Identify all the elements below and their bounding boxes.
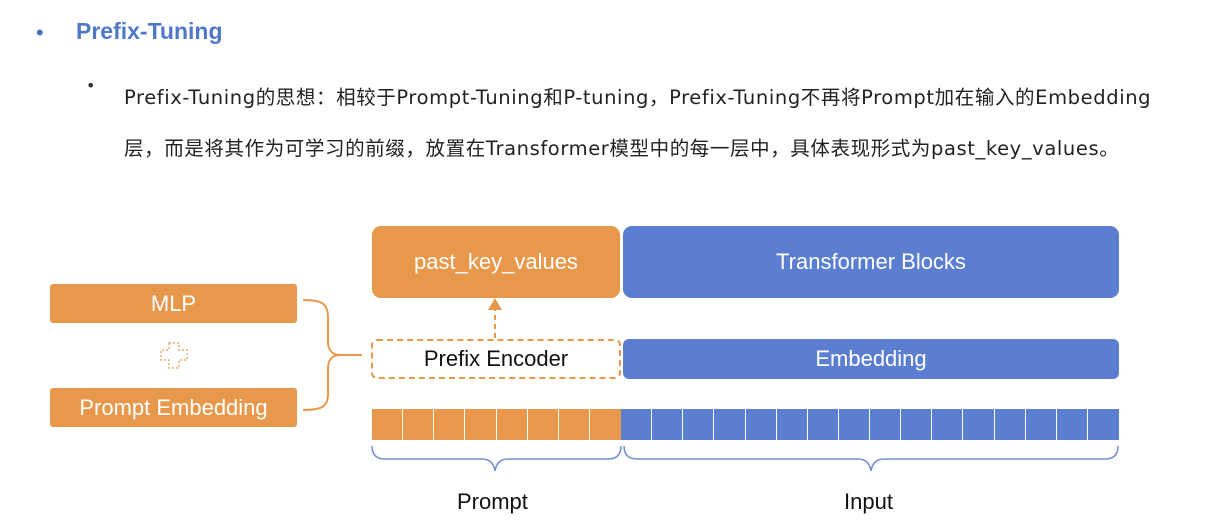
- input-token: [901, 409, 933, 440]
- input-token: [745, 409, 777, 440]
- input-token: [652, 409, 684, 440]
- transformer-blocks-box: Transformer Blocks: [623, 226, 1119, 298]
- input-brace: [623, 445, 1119, 472]
- prompt-token: [372, 409, 404, 440]
- prompt-token: [527, 409, 559, 440]
- section-heading: Prefix-Tuning: [76, 18, 223, 44]
- input-token: [932, 409, 964, 440]
- prompt-token: [558, 409, 590, 440]
- input-token: [1056, 409, 1088, 440]
- embedding-box: Embedding: [623, 339, 1119, 379]
- input-token: [1025, 409, 1057, 440]
- input-token: [994, 409, 1026, 440]
- input-token: [714, 409, 746, 440]
- prompt-token: [403, 409, 435, 440]
- input-token: [838, 409, 870, 440]
- bullet-marker: •: [36, 20, 44, 45]
- prompt-token: [434, 409, 466, 440]
- transformer-blocks-label: Transformer Blocks: [776, 249, 966, 274]
- prompt-token: [589, 409, 621, 440]
- past-key-values-box: past_key_values: [372, 226, 620, 298]
- prompt-token: [496, 409, 528, 440]
- mlp-box: MLP: [50, 284, 297, 323]
- prefix-encoder-label: Prefix Encoder: [423, 346, 569, 371]
- input-token-row: [621, 409, 1119, 440]
- prompt-embedding-box: Prompt Embedding: [50, 388, 297, 427]
- input-token: [1087, 409, 1119, 440]
- plus-icon: [160, 342, 188, 369]
- embedding-label: Embedding: [815, 346, 927, 371]
- prompt-caption: Prompt: [457, 489, 528, 514]
- description-paragraph: Prefix-Tuning的思想：相较于Prompt-Tuning和P-tuni…: [124, 86, 1152, 160]
- prompt-embedding-label: Prompt Embedding: [79, 394, 268, 420]
- prompt-token-row: [372, 409, 621, 440]
- input-caption: Input: [844, 489, 893, 514]
- sub-bullet-marker: •: [86, 76, 96, 95]
- input-token: [870, 409, 902, 440]
- arrow-head: [488, 298, 502, 310]
- merge-brace: [302, 299, 362, 411]
- input-token: [807, 409, 839, 440]
- input-token: [963, 409, 995, 440]
- prefix-encoder-box: Prefix Encoder: [371, 339, 621, 379]
- mlp-label: MLP: [150, 290, 197, 316]
- prompt-token: [465, 409, 497, 440]
- input-token: [776, 409, 808, 440]
- past-key-values-label: past_key_values: [414, 249, 578, 274]
- prompt-brace: [371, 445, 622, 472]
- input-token: [683, 409, 715, 440]
- input-token: [621, 409, 653, 440]
